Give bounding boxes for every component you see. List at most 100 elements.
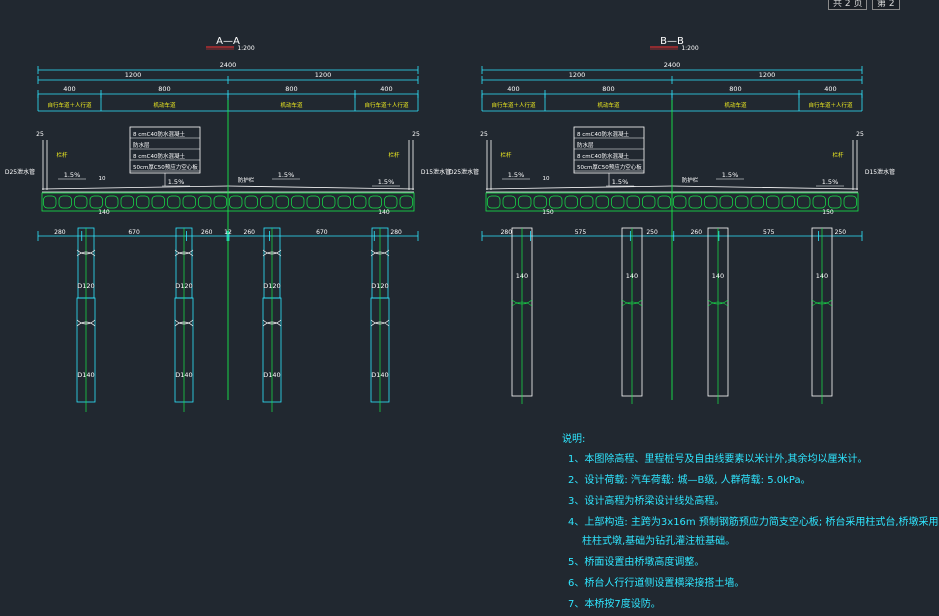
pier-spacing-3: 260 bbox=[691, 229, 703, 236]
sheet-count-tab[interactable]: 共 2 页 bbox=[828, 0, 868, 10]
slope-label-2: 1.5% bbox=[722, 171, 739, 179]
hollow-slab-void bbox=[595, 195, 609, 209]
dim-part-2: 800 bbox=[285, 85, 297, 93]
pier-spacing-0: 280 bbox=[54, 229, 66, 236]
hollow-slab-void bbox=[766, 195, 780, 209]
column-size-2: 140 bbox=[712, 272, 724, 280]
cap-height-left: 140 bbox=[98, 209, 110, 216]
section-scale: 1:200 bbox=[681, 45, 698, 52]
hollow-slab-void bbox=[182, 195, 196, 209]
hollow-slab-void bbox=[353, 195, 367, 209]
pier-0: 140 bbox=[511, 227, 533, 404]
slope-label-0: 1.5% bbox=[508, 171, 525, 179]
section-title: A—A bbox=[216, 36, 240, 47]
drain-label-right: D15泄水管 bbox=[865, 168, 895, 176]
hollow-slab-void bbox=[781, 195, 795, 209]
pile-bottom-label-0: D140 bbox=[77, 371, 94, 379]
dim-half-0: 1200 bbox=[125, 71, 142, 79]
hollow-slab-void bbox=[580, 195, 594, 209]
hollow-slab-void bbox=[58, 195, 72, 209]
dim-part-2: 800 bbox=[729, 85, 741, 93]
railing-label-right: 栏杆 bbox=[832, 151, 844, 159]
side-dim-left: 25 bbox=[36, 131, 44, 138]
note-item-3: 3、设计高程为桥梁设计线处高程。 bbox=[568, 496, 725, 507]
hollow-slab-void bbox=[384, 195, 398, 209]
hollow-slab-void bbox=[105, 195, 119, 209]
section-scale: 1:200 bbox=[237, 45, 254, 52]
lane-name: 自行车道＋人行道 bbox=[364, 101, 409, 109]
hollow-slab-void bbox=[322, 195, 336, 209]
pave-layer-3: 50cm厚C50预应力空心板 bbox=[133, 163, 198, 171]
deck-surface bbox=[227, 185, 415, 190]
hollow-slab-void bbox=[368, 195, 382, 209]
hollow-slab-void bbox=[487, 195, 501, 209]
hollow-slab-void bbox=[657, 195, 671, 209]
curb-dim: 10 bbox=[99, 176, 106, 182]
sheet-current-tab[interactable]: 第 2 bbox=[872, 0, 900, 10]
hollow-slab-void bbox=[750, 195, 764, 209]
note-item-7: 7、本桥按7度设防。 bbox=[568, 599, 661, 610]
hollow-slab-void bbox=[198, 195, 212, 209]
dim-part-1: 800 bbox=[158, 85, 170, 93]
column-break-mark bbox=[707, 299, 729, 307]
hollow-slab-void bbox=[229, 195, 243, 209]
hollow-slab-void bbox=[136, 195, 150, 209]
curb-dim: 10 bbox=[543, 176, 550, 182]
pier-spacing-3: 12 bbox=[224, 229, 232, 236]
hollow-slab-void bbox=[611, 195, 625, 209]
deck-surface bbox=[41, 185, 229, 190]
hollow-slab-void bbox=[673, 195, 687, 209]
hollow-slab-void bbox=[719, 195, 733, 209]
pave-layer-0: 8 cmC40防水混凝土 bbox=[133, 130, 185, 138]
hollow-slab-void bbox=[502, 195, 516, 209]
cap-height-right: 150 bbox=[822, 209, 834, 216]
slope-label-1: 1.5% bbox=[612, 178, 629, 186]
slope-label-1: 1.5% bbox=[168, 178, 185, 186]
hollow-slab-void bbox=[626, 195, 640, 209]
lane-name: 自行车道＋人行道 bbox=[47, 101, 92, 109]
pave-layer-3: 50cm厚C50预应力空心板 bbox=[577, 163, 642, 171]
note-item-6: 6、桥台人行行道侧设置横梁接搭土墙。 bbox=[568, 578, 745, 589]
pier-spacing-1: 575 bbox=[575, 229, 587, 236]
hollow-slab-void bbox=[828, 195, 842, 209]
pier-spacing-4: 575 bbox=[763, 229, 775, 236]
pier-1: 140 bbox=[621, 227, 643, 404]
pier-spacing-2: 250 bbox=[646, 229, 658, 236]
dim-part-0: 400 bbox=[63, 85, 75, 93]
hollow-slab-void bbox=[151, 195, 165, 209]
dim-half-0: 1200 bbox=[569, 71, 586, 79]
notes-title: 说明: bbox=[562, 434, 586, 445]
note-item-5: 5、桥面设置由桥墩高度调整。 bbox=[568, 557, 705, 568]
dim-part-3: 400 bbox=[824, 85, 836, 93]
pile-top-label-1: D120 bbox=[175, 282, 192, 290]
side-dim-right: 25 bbox=[412, 131, 420, 138]
railing-label-left: 栏杆 bbox=[500, 151, 512, 159]
design-notes: 说明: 1、本图除高程、里程桩号及自由线要素以米计外,其余均以厘米计。 2、设计… bbox=[562, 430, 939, 616]
pave-layer-1: 防水层 bbox=[133, 141, 150, 149]
hollow-slab-void bbox=[337, 195, 351, 209]
drain-label-left: D25泄水管 bbox=[449, 168, 479, 176]
hollow-slab-void bbox=[688, 195, 702, 209]
dim-total-0: 2400 bbox=[664, 61, 681, 69]
pier-2: 140 bbox=[707, 227, 729, 404]
hollow-slab-void bbox=[735, 195, 749, 209]
pile-break-mark bbox=[370, 249, 390, 327]
hollow-slab-void bbox=[704, 195, 718, 209]
drain-label-right: D15泄水管 bbox=[421, 168, 451, 176]
hollow-slab-void bbox=[213, 195, 227, 209]
column-break-mark bbox=[621, 299, 643, 307]
slope-label-2: 1.5% bbox=[278, 171, 295, 179]
side-dim-left: 25 bbox=[480, 131, 488, 138]
deck-surface bbox=[485, 185, 673, 190]
dim-part-3: 400 bbox=[380, 85, 392, 93]
column-size-1: 140 bbox=[626, 272, 638, 280]
note-item-4-cont: 柱柱式墩,基础为钻孔灌注桩基础。 bbox=[582, 536, 736, 547]
hollow-slab-void bbox=[120, 195, 134, 209]
hollow-slab-void bbox=[291, 195, 305, 209]
column-break-mark bbox=[811, 299, 833, 307]
